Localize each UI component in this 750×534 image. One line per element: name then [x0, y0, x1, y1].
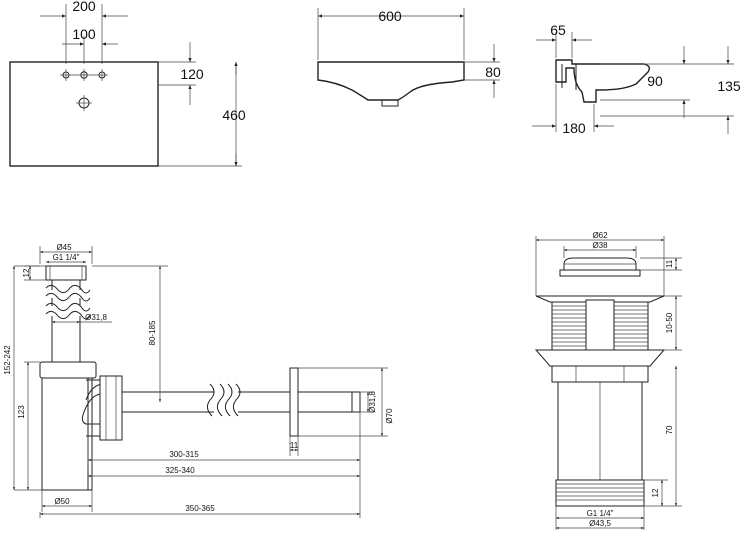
basin-top-view [9, 4, 242, 167]
drain-d38: Ø38 [592, 241, 608, 250]
siphon-d50: Ø50 [54, 497, 70, 506]
siphon-dimensions [12, 246, 388, 518]
siphon-h12: 12 [22, 268, 31, 277]
siphon-range-350-365: 350-365 [185, 504, 215, 513]
siphon-thread-top: G1 1/4" [53, 253, 80, 262]
basin-side-section [532, 32, 734, 134]
siphon-range-80-185: 80-185 [148, 320, 157, 345]
dim-180: 180 [562, 120, 586, 136]
siphon-d31-8: Ø31,8 [85, 313, 107, 322]
siphon-d45: Ø45 [56, 243, 72, 252]
siphon-d70: Ø70 [385, 408, 394, 424]
drain-h70: 70 [665, 425, 674, 434]
dim-80: 80 [485, 64, 501, 80]
siphon-range-325-340: 325-340 [165, 466, 195, 475]
dim-460: 460 [222, 107, 246, 123]
dim-200: 200 [72, 0, 96, 14]
dim-120: 120 [180, 66, 204, 82]
drain-h12: 12 [651, 488, 660, 497]
drain-h11: 11 [665, 259, 674, 268]
drain-range-10-50: 10-50 [665, 312, 674, 333]
bottle-trap-siphon [39, 265, 361, 491]
basin-front-elevation [317, 8, 500, 107]
siphon-w11: 11 [290, 441, 299, 450]
dim-600: 600 [378, 8, 402, 24]
pop-up-drain [534, 257, 666, 507]
siphon-d31-8-right: Ø31,8 [368, 391, 377, 413]
siphon-h123: 123 [17, 405, 26, 419]
drain-d62: Ø62 [592, 231, 608, 240]
dim-100: 100 [72, 26, 96, 42]
dim-135: 135 [717, 78, 741, 94]
drain-dimensions [535, 236, 682, 530]
siphon-range-152-242: 152-242 [3, 345, 12, 375]
drain-d43-5: Ø43,5 [589, 519, 611, 528]
drain-thread: G1 1/4" [587, 509, 614, 518]
dim-90: 90 [647, 73, 663, 89]
siphon-range-300-315: 300-315 [169, 450, 199, 459]
dim-65: 65 [550, 22, 566, 38]
